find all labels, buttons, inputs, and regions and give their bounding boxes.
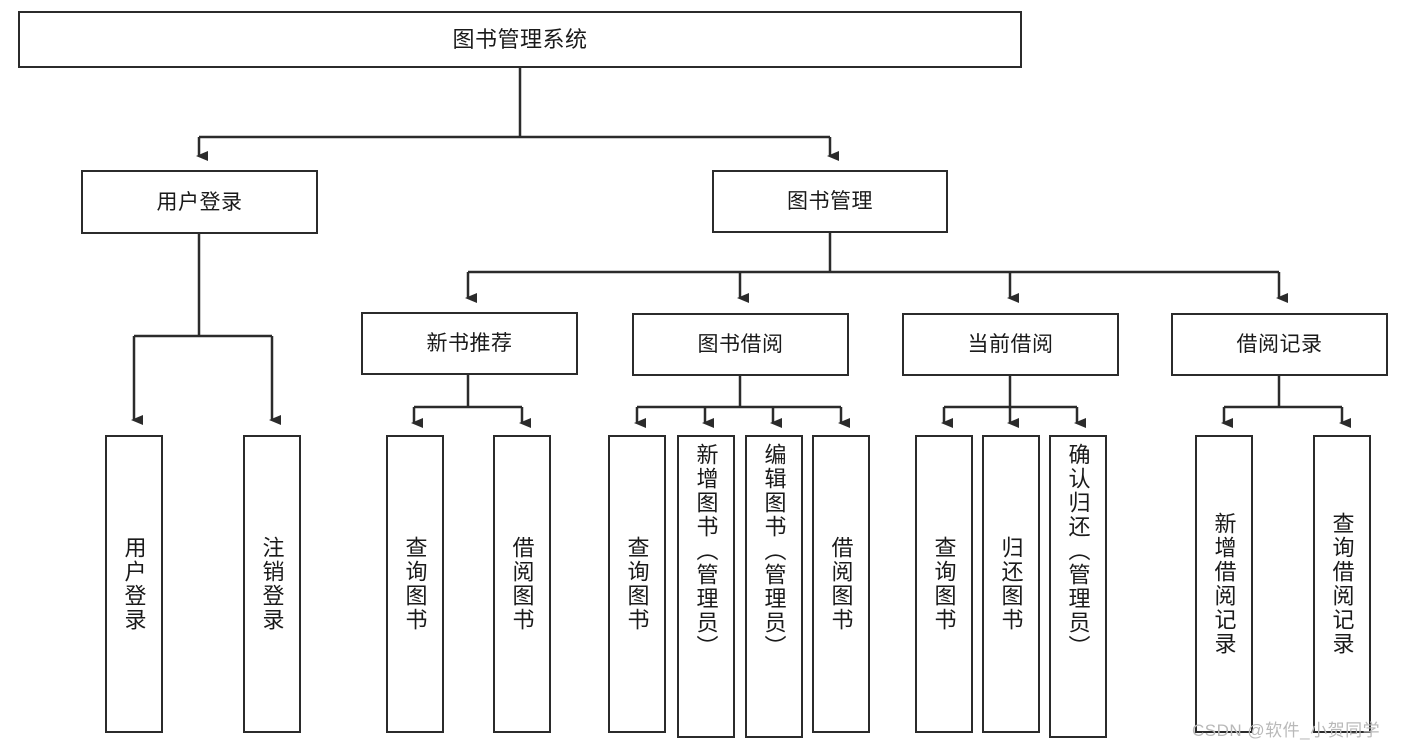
node-book-borrow[interactable]: 图书借阅 <box>632 313 849 376</box>
leaf-logout[interactable]: 注销登录 <box>243 435 301 733</box>
node-label: 新增图书（管理员） <box>693 443 719 659</box>
node-current-borrow[interactable]: 当前借阅 <box>902 313 1119 376</box>
node-root-book-management-system[interactable]: 图书管理系统 <box>18 11 1022 68</box>
node-label: 注销登录 <box>259 536 285 632</box>
node-label: 归还图书 <box>998 536 1024 632</box>
node-borrow-record[interactable]: 借阅记录 <box>1171 313 1388 376</box>
node-new-book-recommend[interactable]: 新书推荐 <box>361 312 578 375</box>
node-label: 用户登录 <box>156 190 243 214</box>
leaf-add-borrow-record[interactable]: 新增借阅记录 <box>1195 435 1253 733</box>
node-label: 借阅记录 <box>1236 333 1323 356</box>
csdn-watermark: CSDN @软件_小贺同学 <box>1192 721 1381 740</box>
node-label: 编辑图书（管理员） <box>761 443 787 659</box>
node-label: 当前借阅 <box>967 333 1054 356</box>
leaf-query-book-borrow[interactable]: 查询图书 <box>608 435 666 733</box>
node-label: 图书管理 <box>787 190 873 213</box>
node-label: 查询借阅记录 <box>1329 512 1355 656</box>
leaf-query-book-current[interactable]: 查询图书 <box>915 435 973 733</box>
node-label: 查询图书 <box>931 536 957 632</box>
node-label: 用户登录 <box>121 536 147 632</box>
node-book-management[interactable]: 图书管理 <box>712 170 948 233</box>
node-user-login[interactable]: 用户登录 <box>81 170 318 234</box>
node-label: 图书借阅 <box>697 333 784 356</box>
node-label: 确认归还（管理员） <box>1065 443 1091 659</box>
node-label: 查询图书 <box>624 536 650 632</box>
node-label: 查询图书 <box>402 536 428 632</box>
leaf-confirm-return-admin[interactable]: 确认归还（管理员） <box>1049 435 1107 738</box>
leaf-borrow-book[interactable]: 借阅图书 <box>812 435 870 733</box>
node-label: 新书推荐 <box>426 332 513 355</box>
leaf-edit-book-admin[interactable]: 编辑图书（管理员） <box>745 435 803 738</box>
node-label: 图书管理系统 <box>452 26 588 52</box>
node-label: 新增借阅记录 <box>1211 512 1237 656</box>
leaf-user-login[interactable]: 用户登录 <box>105 435 163 733</box>
leaf-return-book[interactable]: 归还图书 <box>982 435 1040 733</box>
node-label: 借阅图书 <box>509 536 535 632</box>
leaf-query-book-recommend[interactable]: 查询图书 <box>386 435 444 733</box>
leaf-query-borrow-record[interactable]: 查询借阅记录 <box>1313 435 1371 733</box>
leaf-add-book-admin[interactable]: 新增图书（管理员） <box>677 435 735 738</box>
leaf-borrow-book-recommend[interactable]: 借阅图书 <box>493 435 551 733</box>
node-label: 借阅图书 <box>828 536 854 632</box>
